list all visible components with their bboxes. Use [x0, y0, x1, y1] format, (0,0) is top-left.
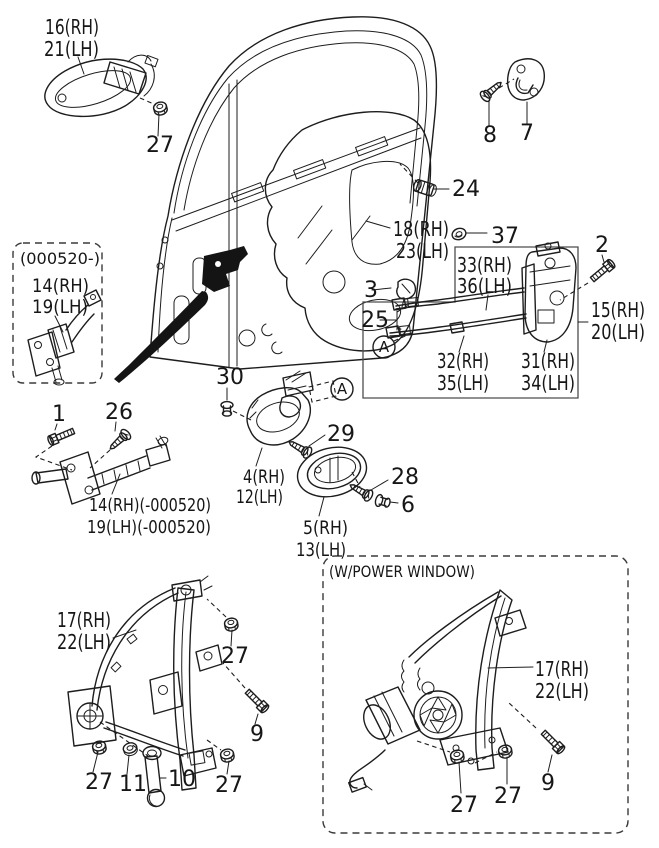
callout-10: 10 — [168, 767, 196, 792]
grommet-37-icon — [451, 227, 467, 241]
screw-26-icon — [105, 427, 134, 455]
callout-32-rh: 32(RH) — [437, 349, 489, 373]
bolt-9-icon — [243, 687, 271, 715]
callout-27: 27 — [450, 793, 478, 818]
early-check-box — [12, 242, 103, 384]
callout-35-lh: 35(LH) — [437, 371, 489, 395]
callout-22-lh-pw: 22(LH) — [535, 679, 589, 703]
callout-17-rh: 17(RH) — [57, 608, 111, 632]
view-a-letter: A — [379, 338, 390, 356]
view-a-marker-2 — [330, 377, 354, 401]
callout-31-rh: 31(RH) — [521, 349, 575, 373]
callout-29: 29 — [327, 422, 355, 447]
callout-26: 26 — [105, 400, 133, 425]
nut-27-icon — [497, 743, 514, 760]
callout-34-lh: 34(LH) — [521, 371, 575, 395]
bolt-9-icon — [539, 728, 567, 756]
nut-27-icon — [223, 616, 240, 633]
callout-11: 11 — [119, 772, 147, 797]
callout-22-lh: 22(LH) — [57, 630, 111, 654]
callout-12-lh: 12(LH) — [236, 486, 283, 508]
washer-11-icon — [121, 740, 140, 758]
callout-25: 25 — [361, 308, 389, 333]
callout-14-rh-early: 14(RH)(-000520) — [89, 495, 211, 516]
early-check-box-title: (000520-) — [20, 249, 100, 268]
bolt-1-icon — [46, 425, 77, 447]
callout-5-rh: 5(RH) — [303, 517, 348, 539]
callout-13-lh: 13(LH) — [296, 539, 346, 561]
callout-23-lh: 23(LH) — [396, 239, 449, 263]
callout-15-rh: 15(RH) — [591, 298, 645, 322]
callout-17-rh-pw: 17(RH) — [535, 657, 589, 681]
bolt-2-icon — [588, 257, 617, 285]
power-window-box — [322, 555, 629, 834]
nut-27-icon — [151, 99, 170, 118]
callout-37: 37 — [491, 224, 519, 249]
callout-27: 27 — [85, 770, 113, 795]
callout-8: 8 — [483, 123, 497, 148]
callout-6: 6 — [401, 493, 415, 518]
window-crank-drawing — [142, 745, 166, 808]
callout-27: 27 — [146, 133, 174, 158]
callout-24: 24 — [452, 177, 480, 202]
callout-27: 27 — [494, 784, 522, 809]
nut-27-icon — [218, 747, 236, 764]
callout-3: 3 — [364, 278, 378, 303]
callout-27: 27 — [221, 644, 249, 669]
callout-4-rh: 4(RH) — [243, 466, 285, 488]
callout-1: 1 — [52, 402, 66, 427]
bushing-24-icon — [412, 179, 437, 197]
view-a-letter-2: A — [337, 380, 348, 398]
manual-regulator-drawing — [67, 575, 223, 791]
door-latch-drawing — [385, 241, 577, 343]
handle-bezel-drawing — [296, 446, 368, 498]
callout-30: 30 — [216, 365, 244, 390]
door-check-early-drawing — [27, 289, 102, 386]
callout-7: 7 — [520, 121, 534, 146]
screw-8-icon — [477, 77, 506, 104]
callout-36-lh: 36(LH) — [457, 274, 512, 298]
outer-door-handle-drawing — [44, 54, 159, 118]
callout-28: 28 — [391, 465, 419, 490]
door-striker-drawing — [506, 58, 545, 101]
callout-19-lh: 19(LH) — [32, 296, 88, 318]
callout-27: 27 — [215, 773, 243, 798]
callout-14-rh: 14(RH) — [32, 275, 89, 297]
belt-slots — [231, 136, 389, 203]
door-check-drawing — [31, 435, 171, 505]
door-seal-swoosh — [114, 291, 209, 383]
power-window-box-title: (W/POWER WINDOW) — [329, 562, 475, 581]
callout-16-rh: 16(RH) — [45, 15, 99, 39]
view-a-marker — [372, 331, 415, 359]
power-regulator-drawing — [348, 589, 527, 793]
callout-18-rh: 18(RH) — [393, 217, 449, 241]
callout-19-lh-early: 19(LH)(-000520) — [87, 517, 211, 538]
callout-9: 9 — [250, 722, 264, 747]
callout-21-lh: 21(LH) — [44, 37, 99, 61]
screw-28-icon — [346, 479, 376, 504]
inner-door-handle-drawing — [246, 370, 314, 446]
door-panel-drawing — [114, 16, 437, 383]
callout-33-rh: 33(RH) — [457, 253, 512, 277]
clip-6-icon — [373, 493, 393, 510]
nut-27-icon — [449, 748, 466, 765]
callout-9: 9 — [541, 771, 555, 796]
door-check-mounted-black — [202, 246, 248, 292]
clip-3-icon — [396, 278, 417, 308]
callout-2: 2 — [595, 233, 609, 258]
clip-30-icon — [220, 400, 234, 417]
callout-20-lh: 20(LH) — [591, 320, 645, 344]
